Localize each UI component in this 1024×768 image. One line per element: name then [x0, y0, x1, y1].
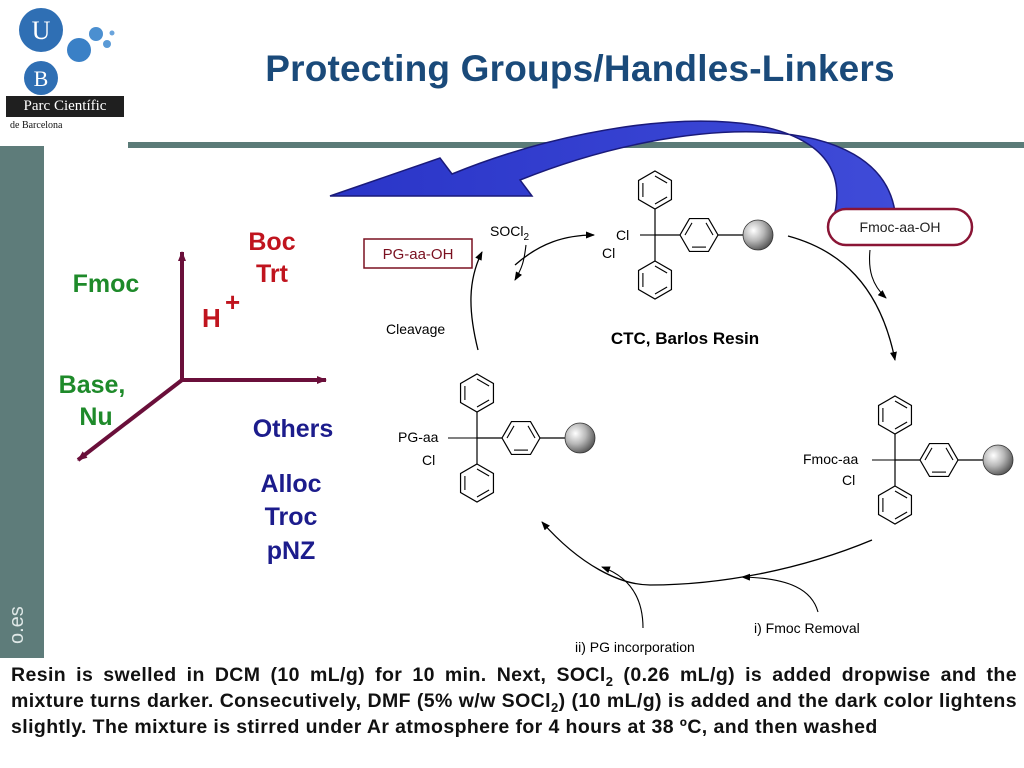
side-bar	[0, 146, 44, 658]
fmoc-aa-oh-label: Fmoc-aa-OH	[860, 219, 941, 235]
cleavage-label: Cleavage	[386, 321, 445, 337]
reagent-hook-fmoc-aa-oh	[868, 249, 887, 299]
synthesis-cycle-arrows	[470, 231, 897, 586]
label-trt: Trt	[256, 260, 289, 288]
pg-incorporation-label: ii) PG incorporation	[575, 639, 695, 655]
logo-band-text: Parc Científic	[6, 96, 124, 117]
fmoc-aa-oh-box	[826, 207, 974, 247]
cl-label-top-2: Cl	[602, 245, 615, 261]
orthogonality-axes	[76, 251, 327, 462]
label-pnz: pNZ	[267, 537, 316, 565]
label-boc: Boc	[248, 228, 295, 256]
socl2-label: SOCl2	[490, 223, 529, 243]
cl-label-left: Cl	[422, 452, 435, 468]
cl-label-right: Cl	[842, 472, 855, 488]
label-troc: Troc	[265, 503, 318, 531]
label-h: H	[202, 303, 221, 333]
page-title: Protecting Groups/Handles-Linkers	[265, 48, 895, 89]
label-base: Base,	[59, 371, 126, 399]
procedure-caption: Resin is swelled in DCM (10 mL/g) for 10…	[11, 664, 1017, 738]
logo-bubbles-icon: U B	[19, 8, 115, 95]
fmoc-aa-label: Fmoc-aa	[803, 451, 858, 467]
resin-structure-right	[879, 396, 1013, 524]
reagent-hook-socl2	[514, 244, 527, 281]
fmoc-removal-label: i) Fmoc Removal	[754, 620, 860, 636]
pg-aa-oh-label: PG-aa-OH	[383, 246, 454, 263]
label-alloc: Alloc	[260, 470, 321, 498]
label-nu: Nu	[79, 403, 112, 431]
resin-name-label: CTC, Barlos Resin	[611, 329, 759, 348]
protecting-groups-diagram: Boc Trt H + Fmoc Base, Nu Others Alloc T…	[59, 120, 1024, 655]
parc-cientific-logo: U B Parc Científic de Barcelona	[0, 0, 128, 146]
logo-letter-b: B	[34, 66, 49, 91]
reagent-hook-fmoc-removal	[741, 573, 819, 613]
recycle-arrow-icon	[329, 120, 896, 213]
label-fmoc: Fmoc	[73, 270, 140, 298]
pg-aa-oh-box	[363, 238, 473, 269]
resin-structure-left	[461, 374, 595, 502]
reagent-hook-pg-incorporation	[601, 566, 644, 629]
logo-letter-u: U	[32, 16, 51, 45]
label-plus: +	[225, 287, 240, 317]
pg-aa-label: PG-aa	[398, 429, 439, 445]
label-others: Others	[253, 415, 334, 443]
cl-label-top: Cl	[616, 227, 629, 243]
logo-city-text: de Barcelona	[10, 120, 63, 131]
resin-structure-top	[639, 171, 773, 299]
